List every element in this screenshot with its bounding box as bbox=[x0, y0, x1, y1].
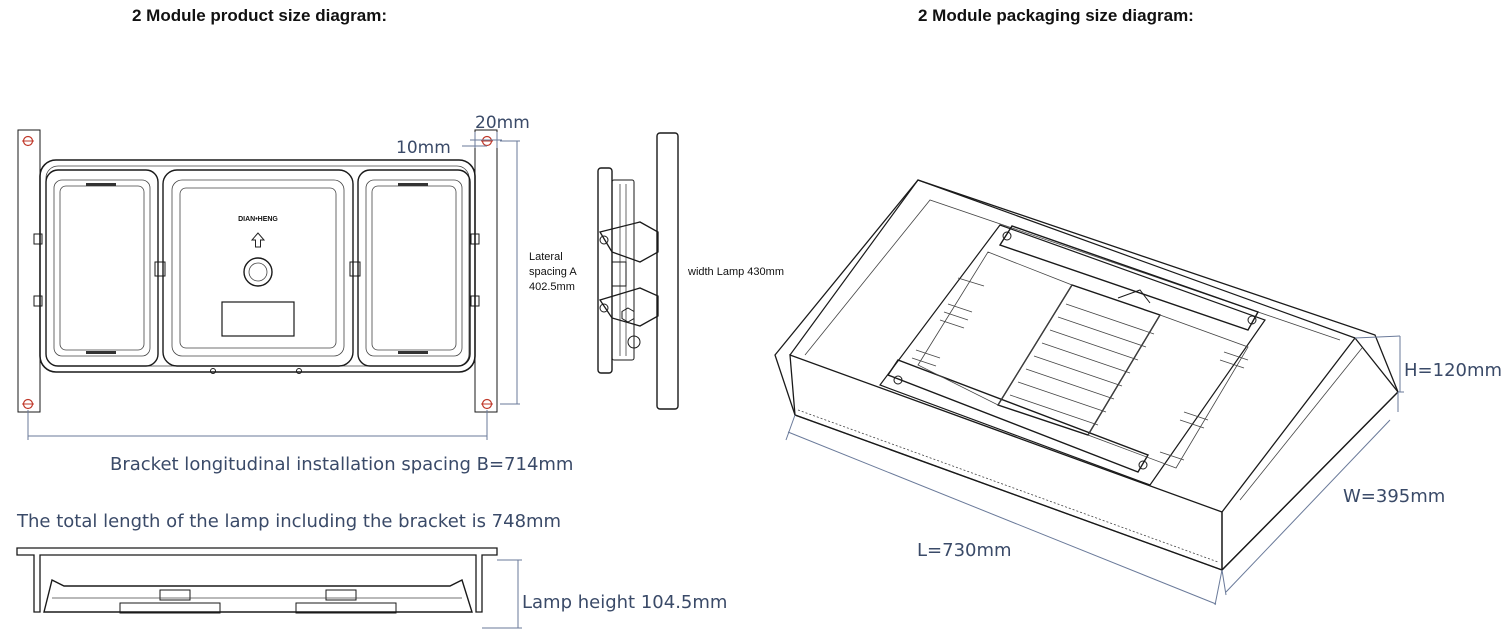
lamp-height-label: Lamp height 104.5mm bbox=[522, 592, 727, 613]
side-pivot-lower bbox=[599, 303, 609, 313]
box-front-fold bbox=[797, 409, 1219, 563]
bottom-clip-right bbox=[325, 589, 357, 601]
right-module-bottom-label bbox=[398, 351, 428, 354]
packed-right-module bbox=[1087, 314, 1249, 469]
right-module bbox=[357, 169, 471, 367]
up-arrow-icon bbox=[250, 232, 266, 248]
lateral-spacing-label-3: 402.5mm bbox=[529, 281, 575, 293]
right-module-lens-inner bbox=[371, 185, 457, 351]
bottom-module-left bbox=[119, 602, 221, 614]
total-length-label: The total length of the lamp including t… bbox=[16, 511, 561, 532]
dim-lateral-a bbox=[500, 140, 520, 405]
packed-hole-3 bbox=[893, 375, 903, 385]
side-connector bbox=[627, 335, 641, 349]
box-height-label: H=120mm bbox=[1404, 360, 1502, 381]
box-outline bbox=[774, 179, 1399, 571]
dim-box-height bbox=[1354, 335, 1404, 393]
side-pivot-upper bbox=[599, 235, 609, 245]
side-mount-upper bbox=[598, 221, 659, 263]
center-module bbox=[162, 169, 354, 367]
center-knob bbox=[243, 257, 273, 287]
box-right-fold bbox=[1239, 347, 1363, 501]
left-module bbox=[45, 169, 159, 367]
packaging-size-title: 2 Module packaging size diagram: bbox=[918, 6, 1194, 25]
lateral-spacing-label-2: spacing A bbox=[529, 266, 577, 278]
bottom-lamp-body bbox=[43, 578, 473, 613]
box-width-label: W=395mm bbox=[1343, 486, 1445, 507]
dim-box-width bbox=[1221, 392, 1399, 596]
packed-hole-2 bbox=[1247, 315, 1257, 325]
dim-10mm-label: 10mm bbox=[396, 138, 451, 158]
center-module-face bbox=[179, 187, 337, 349]
packed-left-module bbox=[917, 251, 1073, 406]
left-module-bottom-label bbox=[86, 351, 116, 354]
side-junction bbox=[611, 261, 627, 287]
lamp-body bbox=[39, 159, 476, 373]
bottom-bracket bbox=[16, 547, 498, 613]
left-tab-upper bbox=[33, 233, 43, 245]
box-back-rim-inner bbox=[804, 199, 1341, 356]
right-bracket bbox=[474, 129, 498, 413]
box-right-wall bbox=[1221, 336, 1399, 572]
packaging-box bbox=[774, 179, 1404, 606]
packed-left-fins bbox=[911, 277, 985, 367]
right-bracket-top-hole bbox=[481, 135, 493, 147]
bottom-screw-right bbox=[296, 368, 302, 374]
brand-logo: DIAN•HENG bbox=[238, 216, 278, 223]
bracket-spacing-label: Bracket longitudinal installation spacin… bbox=[110, 454, 573, 475]
box-back-rim bbox=[789, 179, 1356, 356]
right-bracket-bottom-hole bbox=[481, 398, 493, 410]
bottom-screw-left bbox=[210, 368, 216, 374]
side-mount-lower bbox=[598, 287, 659, 327]
side-lens bbox=[597, 167, 613, 374]
packed-right-fins bbox=[1159, 351, 1249, 461]
right-module-top-label bbox=[398, 183, 428, 186]
dim-20mm-label: 20mm bbox=[475, 113, 530, 133]
left-module-top-label bbox=[86, 183, 116, 186]
lateral-spacing-label-1: Lateral bbox=[529, 251, 563, 263]
width-lamp-label: width Lamp 430mm bbox=[687, 266, 784, 278]
right-module-lens bbox=[365, 179, 463, 357]
center-module-inner bbox=[171, 179, 345, 357]
packed-bracket-top bbox=[998, 225, 1260, 331]
packed-heatsink-fins bbox=[1009, 303, 1155, 426]
dim-20mm bbox=[470, 132, 502, 148]
center-knob-inner bbox=[248, 262, 268, 282]
right-tab-lower bbox=[470, 295, 480, 307]
left-tab-lower bbox=[33, 295, 43, 307]
right-connector bbox=[349, 261, 361, 277]
bottom-module-right bbox=[295, 602, 397, 614]
left-module-lens-inner bbox=[59, 185, 145, 351]
packed-bracket-bottom bbox=[886, 359, 1150, 473]
nameplate bbox=[221, 301, 295, 337]
box-length-label: L=730mm bbox=[917, 540, 1012, 561]
dim-box-length bbox=[785, 414, 1223, 606]
side-view bbox=[597, 132, 679, 410]
side-body bbox=[611, 179, 635, 361]
packed-hole-1 bbox=[1002, 231, 1012, 241]
packed-hole-4 bbox=[1138, 460, 1148, 470]
packed-handle bbox=[1117, 289, 1151, 304]
bottom-clip-left bbox=[159, 589, 191, 601]
side-bracket bbox=[656, 132, 679, 410]
left-bracket bbox=[17, 129, 41, 413]
left-bracket-bottom-hole bbox=[22, 398, 34, 410]
left-bracket-top-hole bbox=[22, 135, 34, 147]
packed-center-module bbox=[996, 284, 1162, 436]
box-front-wall bbox=[789, 354, 1223, 571]
side-nut bbox=[621, 307, 635, 323]
product-size-title: 2 Module product size diagram: bbox=[132, 6, 388, 25]
left-module-lens bbox=[53, 179, 151, 357]
front-view: DIAN•HENG 20mm 10mm bbox=[17, 113, 530, 440]
left-connector bbox=[154, 261, 166, 277]
dim-spacing-b bbox=[27, 410, 488, 440]
bottom-elevation bbox=[16, 547, 522, 629]
right-tab-upper bbox=[470, 233, 480, 245]
